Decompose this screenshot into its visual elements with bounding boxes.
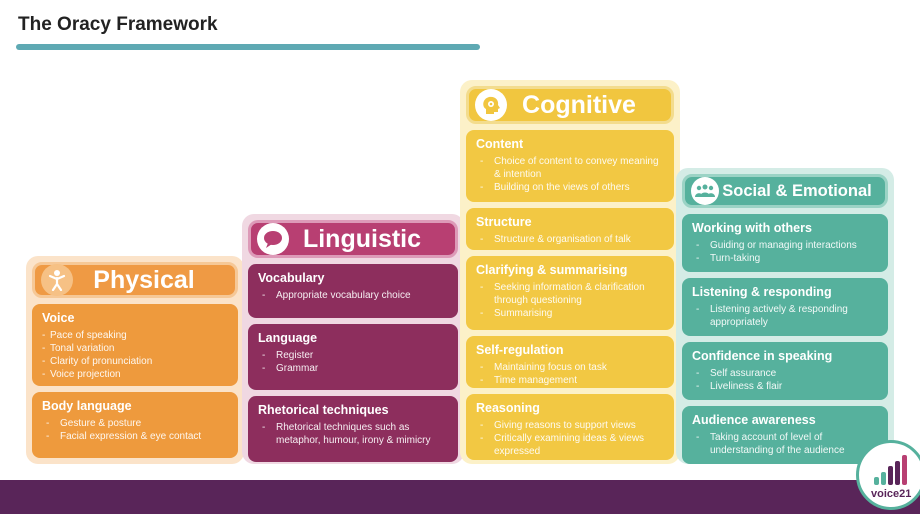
strand-cognitive-header: Cognitive <box>466 86 674 124</box>
list-item: Facial expression & eye contact <box>42 430 228 443</box>
list-item: Liveliness & flair <box>692 380 878 393</box>
list-item: Clarity of pronunciation <box>42 355 228 368</box>
strand-name: Linguistic <box>302 224 422 253</box>
card-audience-awareness: Audience awareness Taking account of lev… <box>682 406 888 464</box>
list-item: Tonal variation <box>42 342 228 355</box>
strand-name: Physical <box>93 265 195 294</box>
card-content: Content Choice of content to convey mean… <box>466 130 674 202</box>
card-title: Listening & responding <box>692 285 832 299</box>
list-item: Structure & organisation of talk <box>476 233 664 246</box>
card-title: Confidence in speaking <box>692 349 833 363</box>
footer-note <box>210 470 770 478</box>
card-title: Voice <box>42 311 75 325</box>
list-item: Register <box>258 349 448 362</box>
card-title: Rhetorical techniques <box>258 403 389 417</box>
card-title: Vocabulary <box>258 271 325 285</box>
card-structure: Structure Structure & organisation of ta… <box>466 208 674 250</box>
group-people-icon <box>691 177 719 205</box>
list-item: Maintaining focus on task <box>476 361 664 374</box>
card-title: Body language <box>42 399 132 413</box>
card-rhetorical-techniques: Rhetorical techniques Rhetorical techniq… <box>248 396 458 462</box>
bar-chart-icon <box>874 455 907 485</box>
list-item: Taking account of level of understanding… <box>692 431 878 457</box>
strand-social-emotional: Social & Emotional Working with others G… <box>676 168 894 464</box>
strand-cognitive: Cognitive Content Choice of content to c… <box>460 80 680 464</box>
strand-linguistic: Linguistic Vocabulary Appropriate vocabu… <box>242 214 464 464</box>
card-title: Clarifying & summarising <box>476 263 628 277</box>
strand-social-header: Social & Emotional <box>682 174 888 208</box>
list-item: Grammar <box>258 362 448 375</box>
card-title: Working with others <box>692 221 812 235</box>
card-title: Reasoning <box>476 401 540 415</box>
page-title: The Oracy Framework <box>18 14 218 35</box>
card-reasoning: Reasoning Giving reasons to support view… <box>466 394 674 460</box>
card-vocabulary: Vocabulary Appropriate vocabulary choice <box>248 264 458 318</box>
title-underline <box>16 44 480 50</box>
card-title: Content <box>476 137 524 151</box>
list-item: Appropriate vocabulary choice <box>258 289 448 302</box>
card-clarifying-summarising: Clarifying & summarising Seeking informa… <box>466 256 674 330</box>
list-item: Turn-taking <box>692 252 878 265</box>
list-item: Time management <box>476 374 664 387</box>
list-item: Giving reasons to support views <box>476 419 664 432</box>
speech-bubble-icon <box>257 223 289 255</box>
list-item: Pace of speaking <box>42 329 228 342</box>
card-title: Language <box>258 331 318 345</box>
list-item: Guiding or managing interactions <box>692 239 878 252</box>
logo-text: voice21 <box>871 488 912 500</box>
person-icon <box>41 264 73 296</box>
card-title: Self-regulation <box>476 343 564 357</box>
voice21-logo: voice21 <box>856 440 920 510</box>
card-title: Structure <box>476 215 532 229</box>
strand-physical-header: Physical <box>32 262 238 298</box>
card-confidence-in-speaking: Confidence in speaking Self assurance Li… <box>682 342 888 400</box>
footer-band <box>0 480 920 514</box>
list-item: Summarising <box>476 307 664 320</box>
strand-linguistic-header: Linguistic <box>248 220 458 258</box>
list-item: Rhetorical techniques such as metaphor, … <box>258 421 448 447</box>
card-working-with-others: Working with others Guiding or managing … <box>682 214 888 272</box>
list-item: Seeking information & clarification thro… <box>476 281 664 307</box>
card-language: Language Register Grammar <box>248 324 458 390</box>
list-item: Listening actively & responding appropri… <box>692 303 878 329</box>
list-item: Gesture & posture <box>42 417 228 430</box>
card-voice: Voice Pace of speaking Tonal variation C… <box>32 304 238 386</box>
list-item: Self assurance <box>692 367 878 380</box>
head-gears-icon <box>475 89 507 121</box>
list-item: Voice projection <box>42 368 228 381</box>
card-body-language: Body language Gesture & posture Facial e… <box>32 392 238 458</box>
card-title: Audience awareness <box>692 413 816 427</box>
strand-name: Cognitive <box>522 90 636 119</box>
strand-physical: Physical Voice Pace of speaking Tonal va… <box>26 256 244 464</box>
card-listening-responding: Listening & responding Listening activel… <box>682 278 888 336</box>
list-item: Critically examining ideas & views expre… <box>476 432 664 458</box>
list-item: Building on the views of others <box>476 181 664 194</box>
card-self-regulation: Self-regulation Maintaining focus on tas… <box>466 336 674 388</box>
list-item: Choice of content to convey meaning & in… <box>476 155 664 181</box>
strand-name: Social & Emotional <box>722 181 872 200</box>
